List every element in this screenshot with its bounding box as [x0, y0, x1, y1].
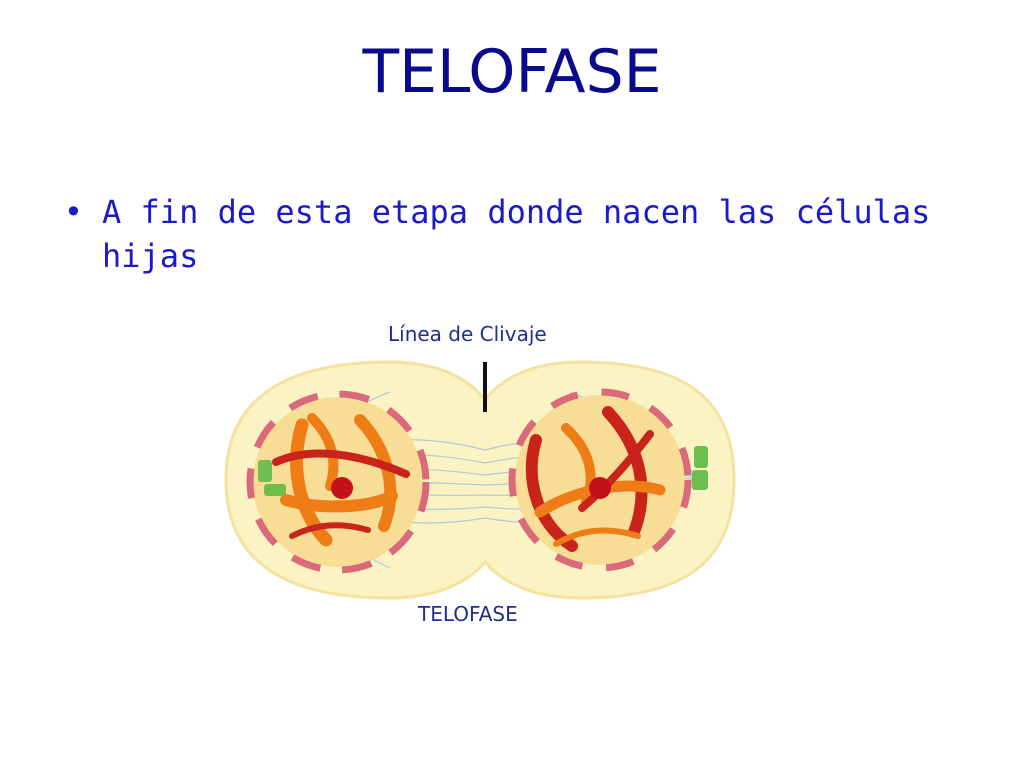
left-nuclear-envelope	[246, 390, 430, 574]
slide-title: TELOFASE	[362, 37, 662, 107]
right-nuclear-envelope	[508, 388, 692, 572]
telophase-diagram: Línea de Clivaje TELOFASE	[220, 300, 740, 640]
telophase-illustration	[224, 360, 736, 600]
left-chromosomes	[272, 413, 410, 547]
right-nucleolus	[589, 477, 611, 499]
stage-label: TELOFASE	[418, 602, 518, 626]
bullet-marker: •	[64, 193, 83, 231]
right-chromosomes	[525, 406, 666, 552]
right-centriole	[692, 446, 708, 490]
right-nucleus	[508, 388, 692, 572]
cleavage-line-label: Línea de Clivaje	[388, 322, 547, 346]
left-centriole	[258, 460, 286, 496]
bullet-item: • A fin de esta etapa donde nacen las cé…	[60, 190, 960, 278]
left-nucleus	[246, 390, 430, 574]
bullet-text: A fin de esta etapa donde nacen las célu…	[102, 193, 931, 275]
left-nucleolus	[331, 477, 353, 499]
bullet-list: • A fin de esta etapa donde nacen las cé…	[60, 190, 960, 278]
